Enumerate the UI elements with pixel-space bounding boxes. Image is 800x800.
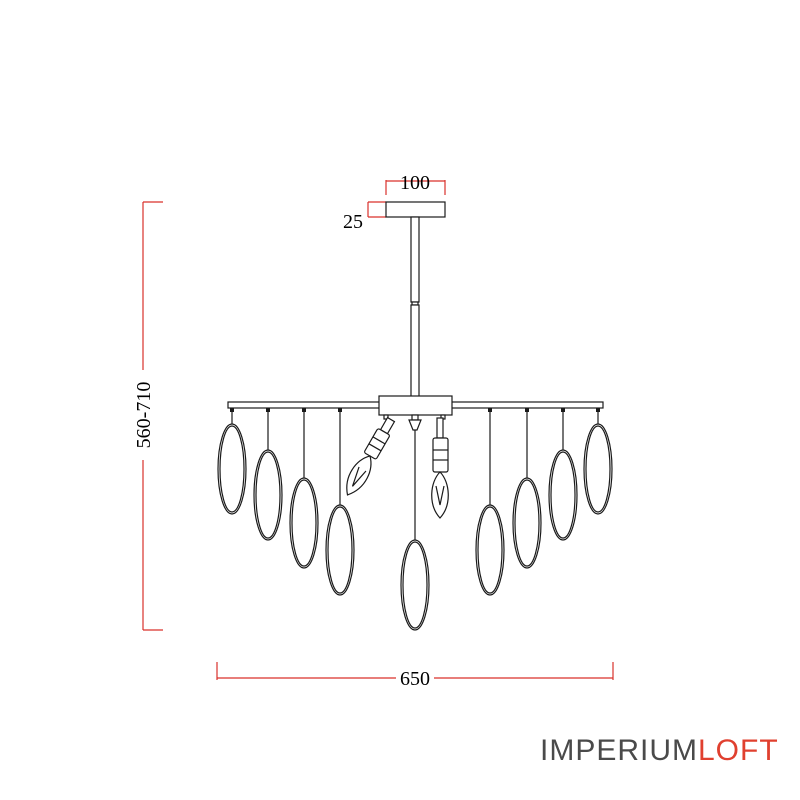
brand-logo: IMPERIUMLOFT	[540, 734, 779, 768]
hub-finial	[408, 414, 422, 431]
pendant-glass	[512, 477, 542, 569]
pendant-glass	[548, 449, 578, 541]
glass-pendant	[548, 408, 578, 541]
pendant-hook	[302, 408, 306, 412]
pendant-hook	[338, 408, 342, 412]
pendant-hook	[230, 408, 234, 412]
pendant-glass-edge	[477, 506, 503, 594]
pendant-glass-edge	[550, 451, 576, 539]
pendant-hook	[561, 408, 565, 412]
glass-pendant	[217, 408, 247, 515]
pendant-glass-edge	[585, 425, 611, 513]
ceiling-canopy	[385, 201, 446, 218]
central-hub	[378, 395, 453, 416]
pendant-glass	[217, 423, 247, 515]
pendant-glass-edge	[255, 451, 281, 539]
pendant-glass	[253, 449, 283, 541]
pendant-glass-edge	[291, 479, 317, 567]
brand-logo-part1: IMPERIUM	[540, 734, 698, 767]
dimension-canopy-width: 100	[385, 172, 446, 195]
pendant-hook	[266, 408, 270, 412]
canopy-width-label: 100	[400, 172, 430, 194]
total-height-label: 560-710	[133, 382, 155, 449]
glass-pendant	[253, 408, 283, 541]
dimension-total-height: 560-710	[128, 201, 163, 631]
pendant-hook	[596, 408, 600, 412]
pendant-hook	[488, 408, 492, 412]
chandelier-fixture	[217, 201, 613, 631]
glass-pendant	[400, 430, 430, 631]
pendant-glass-edge	[402, 541, 428, 629]
suspension-rod	[410, 216, 420, 398]
brand-logo-part2: LOFT	[698, 734, 779, 767]
pendant-glass	[475, 504, 505, 596]
glass-pendant	[512, 408, 542, 569]
dimension-canopy-height: 25	[343, 201, 386, 233]
glass-pendant	[475, 408, 505, 596]
pendant-glass	[325, 504, 355, 596]
pendant-glass	[583, 423, 613, 515]
pendant-glass-edge	[219, 425, 245, 513]
pendant-group	[217, 408, 613, 631]
pendant-hook	[525, 408, 529, 412]
total-width-label: 650	[400, 668, 430, 690]
glass-pendant	[325, 408, 355, 596]
canopy-height-label: 25	[343, 211, 363, 233]
glass-pendant	[583, 408, 613, 515]
dimension-total-width: 650	[216, 662, 614, 690]
pendant-glass	[289, 477, 319, 569]
bulb-socket-left	[346, 416, 396, 496]
pendant-glass-edge	[327, 506, 353, 594]
pendant-glass	[400, 539, 430, 631]
bulb-socket-right	[431, 417, 449, 519]
pendant-glass-edge	[514, 479, 540, 567]
glass-pendant	[289, 408, 319, 569]
